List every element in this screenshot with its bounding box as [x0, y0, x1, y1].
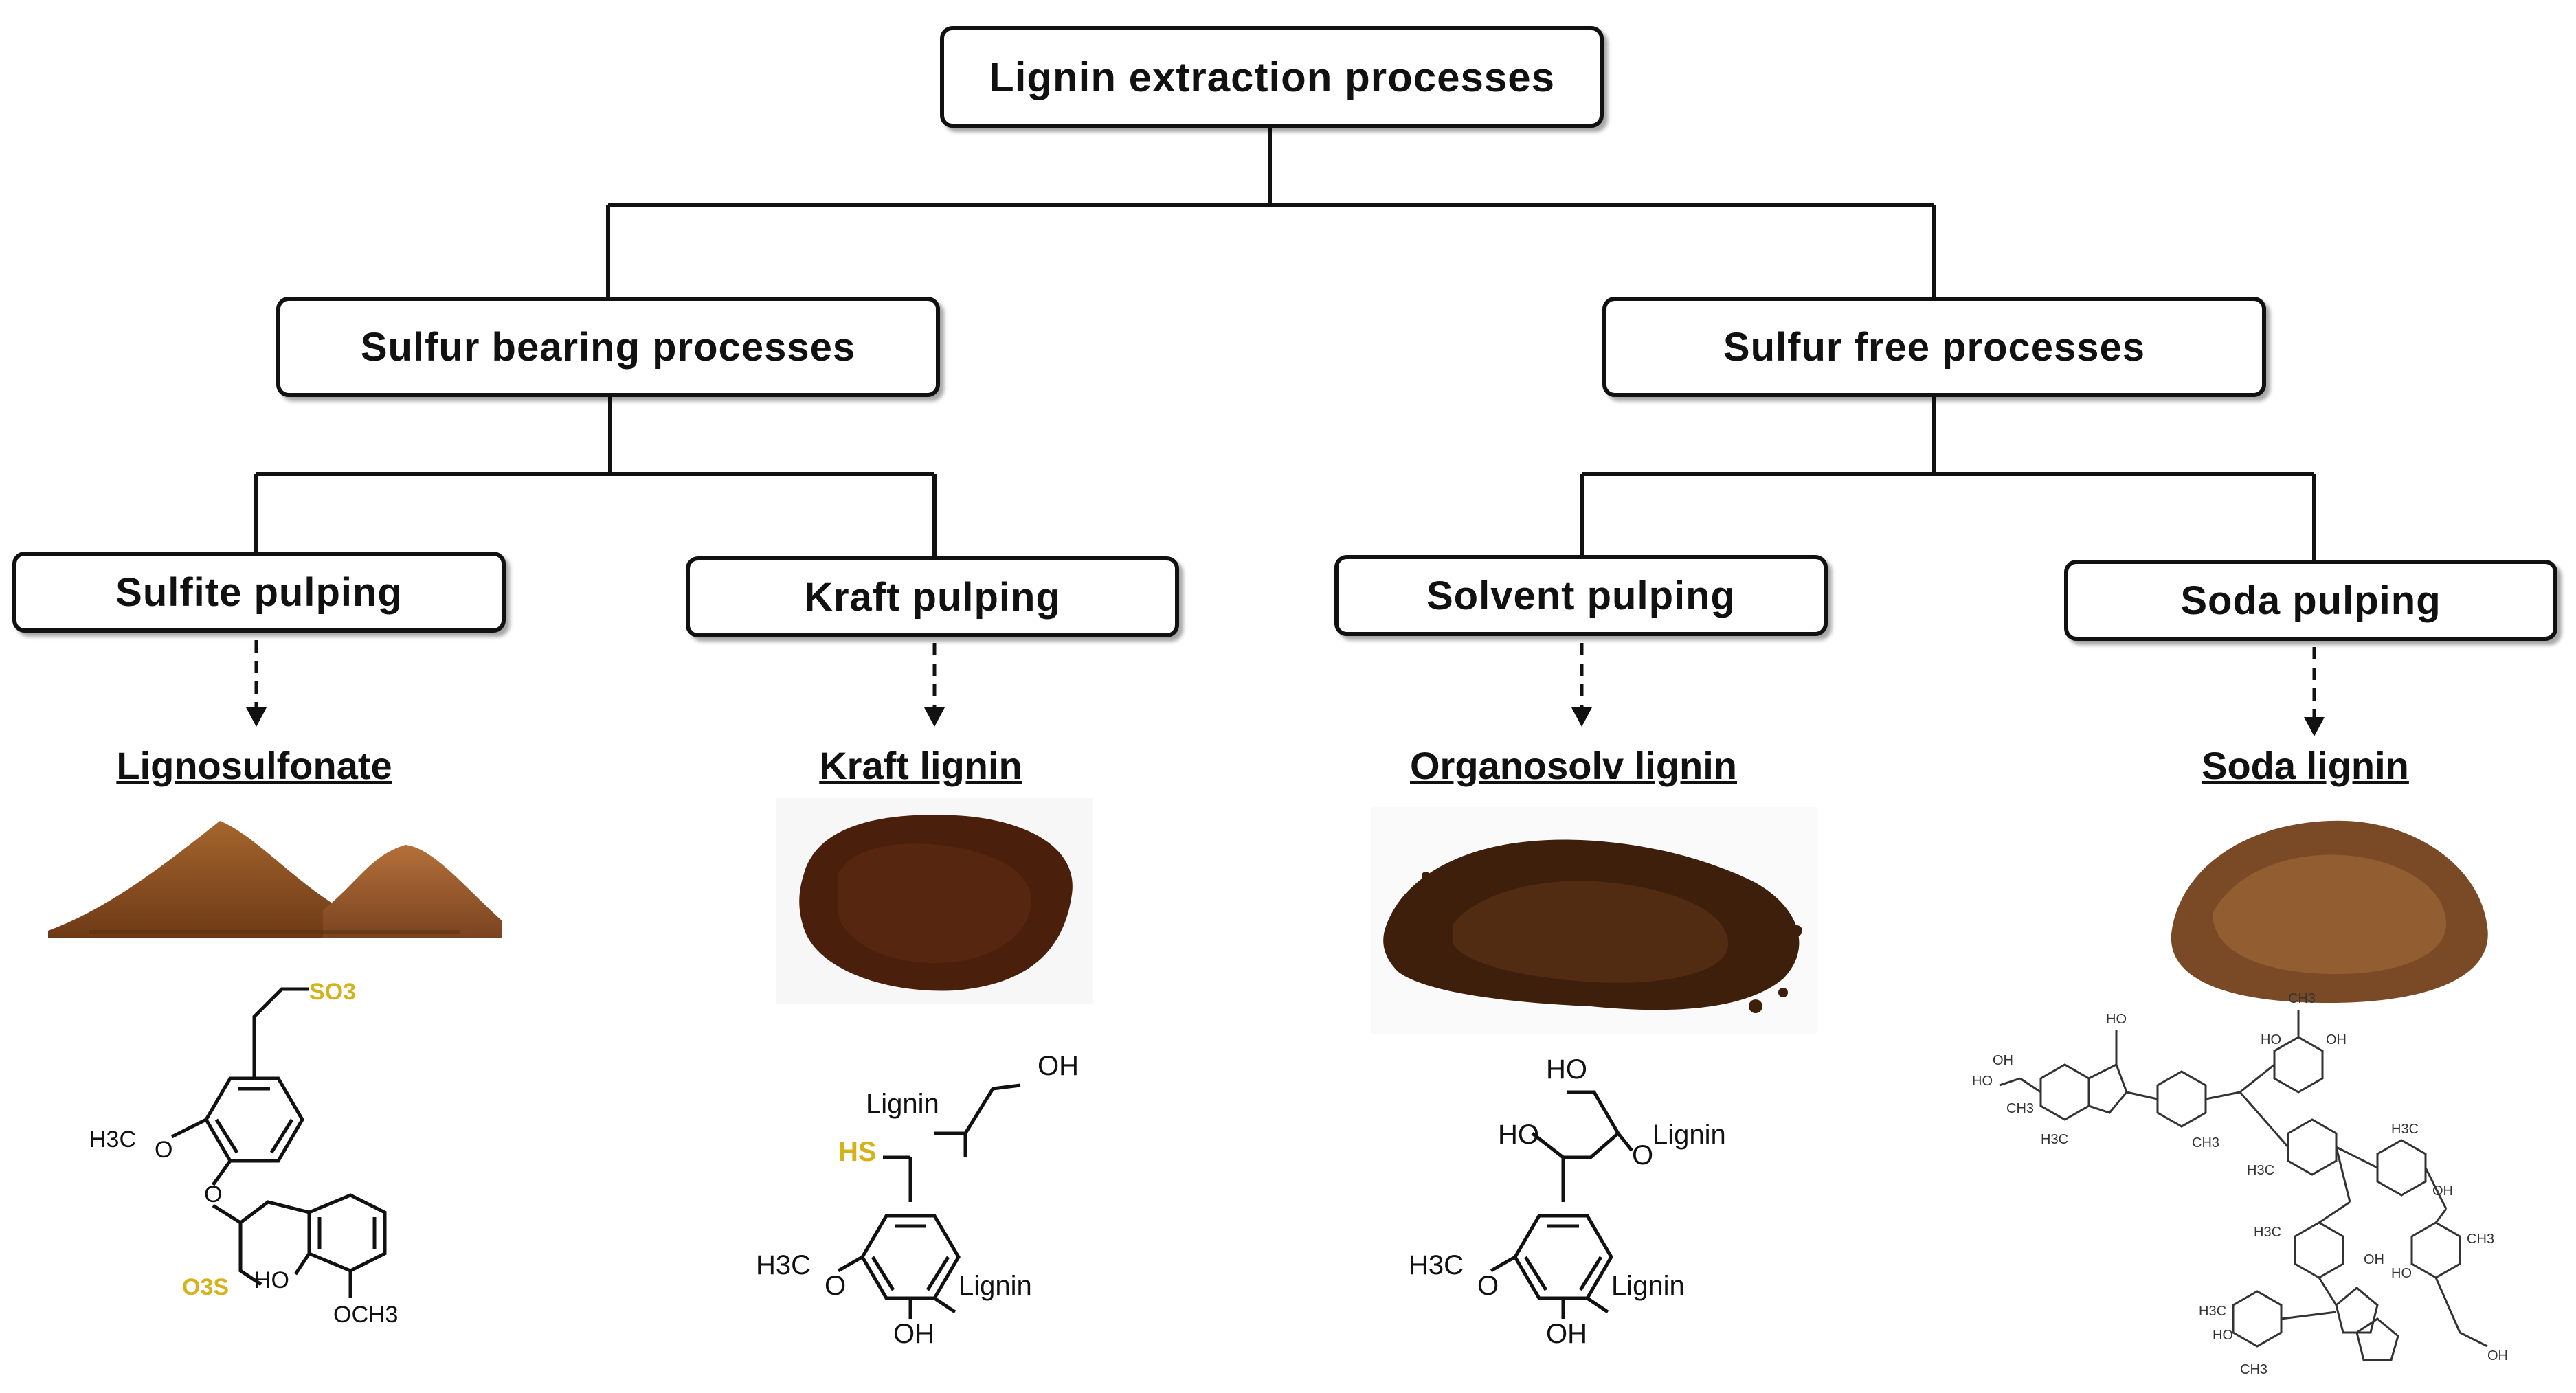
- ether-oxygen-label: O: [825, 1271, 846, 1301]
- hydroxyl-label: HO: [1498, 1120, 1539, 1150]
- svg-text:CH3: CH3: [2192, 1135, 2219, 1151]
- hydroxyl-top-label: HO: [1546, 1054, 1587, 1085]
- category-label: Sulfur bearing processes: [360, 324, 856, 370]
- svg-text:HO: HO: [2391, 1266, 2412, 1281]
- ether-oxygen-label: O: [1632, 1140, 1653, 1170]
- svg-text:OH: OH: [2432, 1184, 2453, 1199]
- svg-text:CH3: CH3: [2006, 1101, 2034, 1116]
- svg-text:H3C: H3C: [2199, 1304, 2226, 1319]
- svg-text:OH: OH: [2364, 1252, 2384, 1267]
- lignin-right-label: Lignin: [959, 1271, 1032, 1301]
- svg-text:HO: HO: [2213, 1328, 2233, 1343]
- hydroxyl-label: OH: [1038, 1051, 1079, 1081]
- hydroxyl-bottom-label: OH: [1546, 1319, 1587, 1349]
- svg-text:OH: OH: [2326, 1032, 2347, 1047]
- organosolv-lignin-powder-image: [1371, 807, 1817, 1034]
- kraft-lignin-structure: OH Lignin HS H3C O Lignin OH: [756, 1051, 1079, 1349]
- product-title-kraft-lignin: Kraft lignin: [819, 744, 1022, 787]
- thiol-label: HS: [838, 1137, 877, 1167]
- svg-text:OH: OH: [1993, 1053, 2013, 1068]
- product-title-organosolv-lignin: Organosolv lignin: [1409, 744, 1738, 787]
- hydroxyl-label: HO: [254, 1267, 289, 1293]
- svg-text:H3C: H3C: [2041, 1132, 2068, 1147]
- root-label: Lignin extraction processes: [989, 54, 1555, 100]
- svg-text:CH3: CH3: [2240, 1362, 2267, 1377]
- methoxy-label: OCH3: [333, 1302, 398, 1328]
- ether-oxygen-label: O: [204, 1181, 222, 1208]
- category-box-sulfur-free: Sulfur free processes: [1602, 297, 2266, 397]
- process-box-kraft: Kraft pulping: [686, 556, 1179, 637]
- soda-lignin-powder-image: [2171, 820, 2488, 1003]
- methyl-label: H3C: [1409, 1250, 1464, 1280]
- so3-bottom-label: O3S: [182, 1274, 229, 1300]
- process-label: Solvent pulping: [1426, 573, 1736, 618]
- process-box-sulfite: Sulfite pulping: [12, 552, 506, 633]
- root-box: Lignin extraction processes: [940, 26, 1604, 128]
- lignin-top-label: Lignin: [866, 1089, 939, 1119]
- svg-text:HO: HO: [2261, 1032, 2281, 1047]
- svg-text:HO: HO: [2106, 1012, 2127, 1027]
- process-box-soda: Soda pulping: [2064, 560, 2557, 641]
- svg-text:H3C: H3C: [2254, 1225, 2281, 1240]
- product-title-lignosulfonate: Lignosulfonate: [116, 744, 392, 787]
- process-label: Kraft pulping: [804, 574, 1061, 620]
- process-box-solvent: Solvent pulping: [1334, 555, 1828, 636]
- svg-text:CH3: CH3: [2467, 1232, 2494, 1247]
- hydroxyl-bottom-label: OH: [893, 1319, 934, 1349]
- svg-text:CH3: CH3: [2288, 991, 2316, 1006]
- organosolv-lignin-structure: HO HO O Lignin H3C O Lignin OH: [1409, 1054, 1726, 1349]
- lignin-right-label: Lignin: [1611, 1271, 1685, 1301]
- svg-text:H3C: H3C: [2391, 1122, 2419, 1137]
- lignosulfonate-structure: SO3 H3C O O O3S HO OCH3: [89, 979, 398, 1328]
- category-label: Sulfur free processes: [1723, 324, 2146, 370]
- kraft-lignin-powder-image: [776, 798, 1093, 1004]
- svg-text:O: O: [1477, 1271, 1499, 1301]
- svg-text:O: O: [155, 1137, 172, 1163]
- lignosulfonate-powder-image: [48, 821, 502, 938]
- category-box-sulfur-bearing: Sulfur bearing processes: [276, 297, 940, 397]
- process-label: Sulfite pulping: [115, 569, 403, 615]
- lignin-top-label: Lignin: [1653, 1120, 1726, 1150]
- svg-text:H3C: H3C: [2247, 1163, 2274, 1178]
- methyl-label: H3C: [756, 1250, 811, 1280]
- svg-text:OH: OH: [2487, 1348, 2508, 1363]
- methyl-label: H3C: [89, 1126, 136, 1153]
- product-title-soda-lignin: Soda lignin: [2202, 744, 2409, 787]
- svg-text:HO: HO: [1972, 1074, 1993, 1089]
- process-label: Soda pulping: [2180, 578, 2441, 623]
- so3-top-label: SO3: [309, 979, 356, 1005]
